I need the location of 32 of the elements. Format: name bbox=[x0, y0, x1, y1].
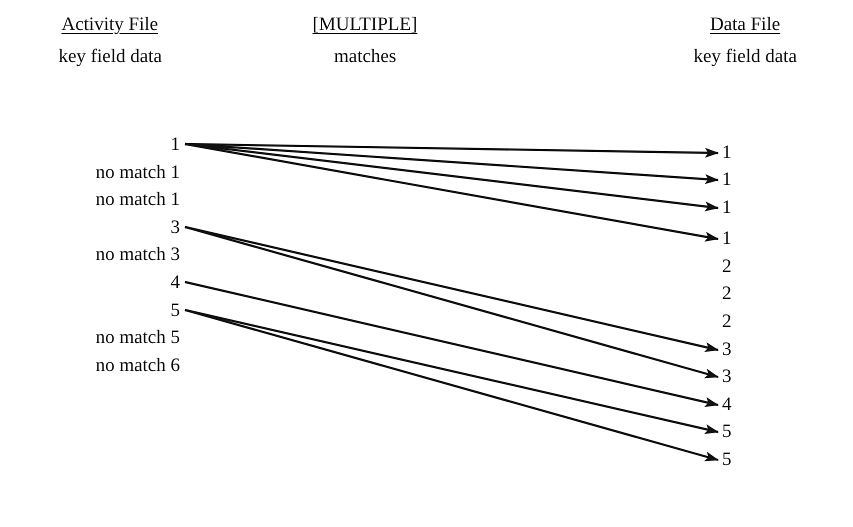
key-value: 1 bbox=[722, 169, 732, 191]
key-value: no match 6 bbox=[96, 355, 180, 377]
arrow bbox=[184, 142, 719, 242]
key-value: no match 1 bbox=[96, 189, 180, 211]
column-subheading: key field data bbox=[58, 46, 162, 68]
key-value: 2 bbox=[722, 256, 732, 278]
key-value: 5 bbox=[170, 300, 180, 322]
arrow bbox=[184, 226, 719, 378]
key-value: 1 bbox=[722, 197, 732, 219]
arrow bbox=[184, 280, 719, 407]
column-heading: Activity File bbox=[62, 14, 158, 36]
key-value: 1 bbox=[170, 134, 180, 156]
key-value: 2 bbox=[722, 283, 732, 305]
key-value: 1 bbox=[722, 142, 732, 164]
key-value: 4 bbox=[170, 272, 180, 294]
arrow bbox=[184, 142, 719, 212]
key-value: 5 bbox=[722, 449, 732, 471]
key-value: 3 bbox=[722, 339, 732, 361]
key-value: no match 1 bbox=[96, 162, 180, 184]
key-value: no match 3 bbox=[96, 244, 180, 266]
key-value: 4 bbox=[722, 394, 732, 416]
key-value: no match 5 bbox=[96, 327, 180, 349]
key-value: 3 bbox=[170, 217, 180, 239]
column-heading: [MULTIPLE] bbox=[312, 14, 418, 36]
key-value: 3 bbox=[722, 366, 732, 388]
arrow bbox=[184, 308, 719, 462]
key-value: 1 bbox=[722, 228, 732, 250]
column-heading: Data File bbox=[710, 14, 780, 36]
key-value: 2 bbox=[722, 311, 732, 333]
column-subheading: key field data bbox=[694, 46, 797, 68]
key-value: 5 bbox=[722, 421, 732, 443]
column-subheading: matches bbox=[334, 46, 396, 68]
